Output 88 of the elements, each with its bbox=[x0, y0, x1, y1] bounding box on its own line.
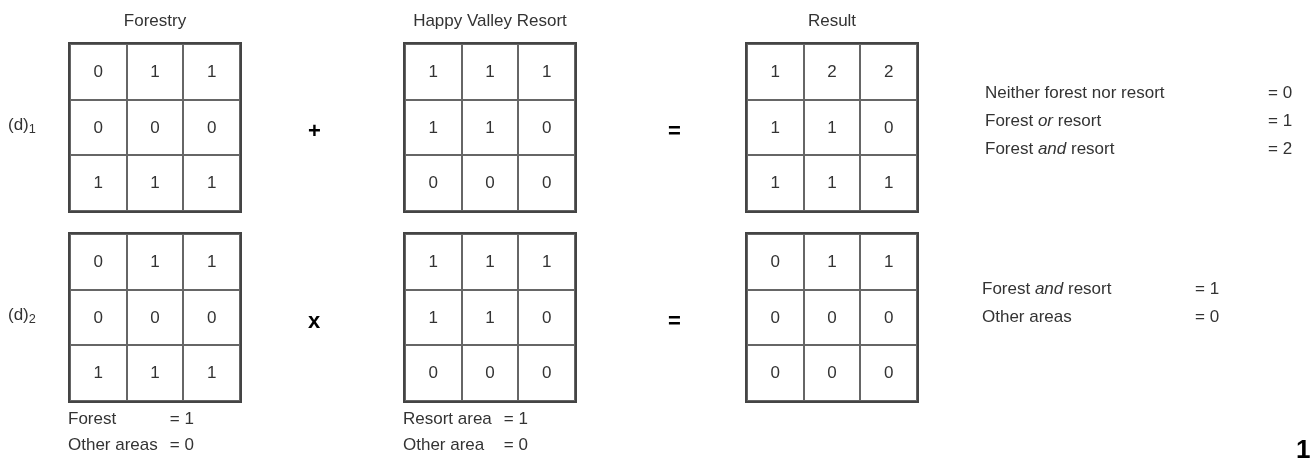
grid-cell: 0 bbox=[747, 345, 804, 401]
grid-cell: 1 bbox=[183, 345, 240, 401]
grid-cell: 1 bbox=[405, 44, 462, 100]
grid-cell: 0 bbox=[70, 99, 127, 156]
grid-cell: 0 bbox=[518, 99, 575, 156]
grid-cell: 1 bbox=[860, 234, 917, 290]
grid-cell: 0 bbox=[126, 99, 184, 156]
grid-cell: 1 bbox=[183, 44, 240, 100]
legend-text: Other area bbox=[403, 434, 486, 456]
legend-text: Forest and resort bbox=[985, 138, 1115, 160]
grid-cell: 1 bbox=[747, 44, 804, 100]
legend-value: = 1 bbox=[169, 408, 194, 430]
grid-cell: 0 bbox=[183, 99, 240, 156]
legend-value: = 1 bbox=[1268, 110, 1293, 132]
raster-grid bbox=[745, 42, 919, 213]
legend-value: = 0 bbox=[503, 434, 528, 456]
grid-cell: 1 bbox=[518, 234, 575, 290]
grid-cell: 0 bbox=[70, 44, 127, 100]
raster-grid bbox=[68, 42, 242, 213]
plus-sign: + bbox=[308, 117, 321, 145]
grid-cell: 1 bbox=[461, 99, 519, 156]
legend-value: = 2 bbox=[1268, 138, 1293, 160]
grid-cell: 1 bbox=[461, 44, 519, 100]
grid-cell: 0 bbox=[518, 345, 575, 401]
grid-cell: 0 bbox=[860, 99, 917, 156]
legend-value: = 0 bbox=[169, 434, 194, 456]
legend-text: Other areas bbox=[68, 434, 158, 456]
grid-cell: 1 bbox=[518, 44, 575, 100]
legend-text: Resort area bbox=[403, 408, 492, 430]
grid-title: Result bbox=[807, 10, 857, 32]
legend-text: Forest and resort bbox=[982, 278, 1112, 300]
grid-cell: 1 bbox=[803, 155, 861, 211]
grid-cell: 2 bbox=[860, 44, 917, 100]
grid-cell: 0 bbox=[860, 289, 917, 346]
raster-grid bbox=[403, 232, 577, 403]
grid-cell: 0 bbox=[803, 289, 861, 346]
grid-cell: 1 bbox=[803, 99, 861, 156]
grid-cell: 0 bbox=[70, 289, 127, 346]
grid-cell: 0 bbox=[747, 289, 804, 346]
grid-cell: 1 bbox=[461, 234, 519, 290]
legend-value: = 1 bbox=[503, 408, 528, 430]
times-sign: x bbox=[308, 307, 321, 335]
grid-cell: 0 bbox=[518, 155, 575, 211]
grid-cell: 1 bbox=[126, 44, 184, 100]
grid-cell: 1 bbox=[405, 289, 462, 346]
grid-cell: 1 bbox=[183, 155, 240, 211]
grid-cell: 0 bbox=[70, 234, 127, 290]
grid-cell: 1 bbox=[405, 234, 462, 290]
raster-grid bbox=[745, 232, 919, 403]
page-number: 1 bbox=[1296, 433, 1311, 466]
grid-cell: 0 bbox=[518, 289, 575, 346]
raster-grid bbox=[403, 42, 577, 213]
grid-cell: 1 bbox=[126, 155, 184, 211]
grid-cell: 1 bbox=[860, 155, 917, 211]
grid-cell: 1 bbox=[70, 155, 127, 211]
grid-cell: 1 bbox=[126, 234, 184, 290]
legend-value: = 0 bbox=[1268, 82, 1293, 104]
raster-grid bbox=[68, 232, 242, 403]
grid-cell: 1 bbox=[803, 234, 861, 290]
equals-sign: = bbox=[668, 117, 681, 145]
legend-value: = 0 bbox=[1195, 306, 1220, 328]
grid-cell: 0 bbox=[461, 155, 519, 211]
grid-cell: 1 bbox=[747, 155, 804, 211]
legend-value: = 1 bbox=[1195, 278, 1220, 300]
grid-title: Forestry bbox=[123, 10, 187, 32]
grid-cell: 1 bbox=[70, 345, 127, 401]
row-label: (d)$_{2}$ bbox=[8, 304, 36, 328]
grid-cell: 0 bbox=[461, 345, 519, 401]
legend-text: Forest bbox=[68, 408, 118, 430]
grid-cell: 0 bbox=[405, 345, 462, 401]
grid-cell: 1 bbox=[747, 99, 804, 156]
legend-text: Other areas bbox=[982, 306, 1072, 328]
legend-text: Neither forest nor resort bbox=[985, 82, 1165, 104]
grid-cell: 1 bbox=[405, 99, 462, 156]
grid-cell: 1 bbox=[183, 234, 240, 290]
grid-cell: 2 bbox=[803, 44, 861, 100]
grid-cell: 0 bbox=[860, 345, 917, 401]
legend-text: Forest or resort bbox=[985, 110, 1102, 132]
grid-cell: 1 bbox=[126, 345, 184, 401]
grid-cell: 0 bbox=[126, 289, 184, 346]
grid-cell: 0 bbox=[405, 155, 462, 211]
row-label: (d)$_{1}$ bbox=[8, 114, 36, 138]
grid-cell: 0 bbox=[803, 345, 861, 401]
grid-cell: 0 bbox=[747, 234, 804, 290]
grid-title: Happy Valley Resort bbox=[413, 10, 567, 32]
grid-cell: 0 bbox=[183, 289, 240, 346]
grid-cell: 1 bbox=[461, 289, 519, 346]
equals-sign: = bbox=[668, 307, 681, 335]
